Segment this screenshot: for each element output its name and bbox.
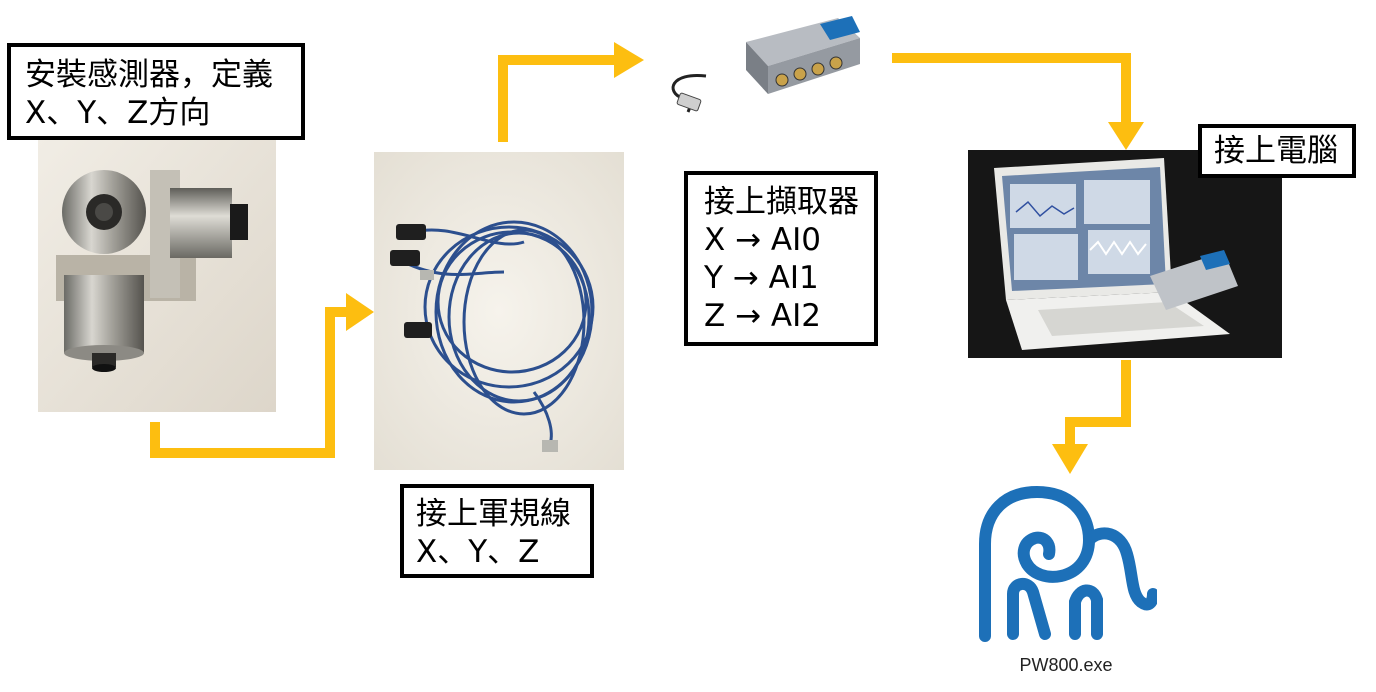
cable-step-line-2: X、Y、Z [416,534,540,570]
elephant-app-icon[interactable] [975,484,1157,644]
daq-device-photo [671,16,860,113]
arrowhead-computer [1108,122,1144,150]
sensor-step-line-1: 安裝感測器，定義 [25,57,273,93]
computer-step-label: 接上電腦 [1198,124,1356,178]
app-filename[interactable]: PW800.exe [1019,655,1113,675]
arrow-sensor-to-cable [150,307,348,458]
daq-step-line-4: Z → AI2 [704,298,821,334]
daq-step-line-2: X → AI0 [704,222,821,258]
sensor-step-line-2: X、Y、Z方向 [25,95,211,131]
arrow-daq-to-computer [892,53,1131,124]
daq-step-line-3: Y → AI1 [704,260,819,296]
arrowhead-cable [346,293,374,331]
arrow-cable-to-daq [498,55,616,142]
cable-step-label: 接上軍規線 X、Y、Z [400,484,594,578]
arrowhead-app [1052,444,1088,474]
daq-step-line-1: 接上擷取器 [704,184,859,220]
computer-step-line-1: 接上電腦 [1214,133,1338,169]
cable-photo [374,152,624,470]
arrow-computer-to-app [1065,360,1131,446]
cable-step-line-1: 接上軍規線 [416,496,571,532]
sensor-step-label: 安裝感測器，定義 X、Y、Z方向 [7,43,305,140]
arrowhead-daq [614,42,644,78]
sensor-photo [38,140,276,412]
daq-step-label: 接上擷取器 X → AI0 Y → AI1 Z → AI2 [684,171,878,346]
laptop-photo [968,150,1282,358]
